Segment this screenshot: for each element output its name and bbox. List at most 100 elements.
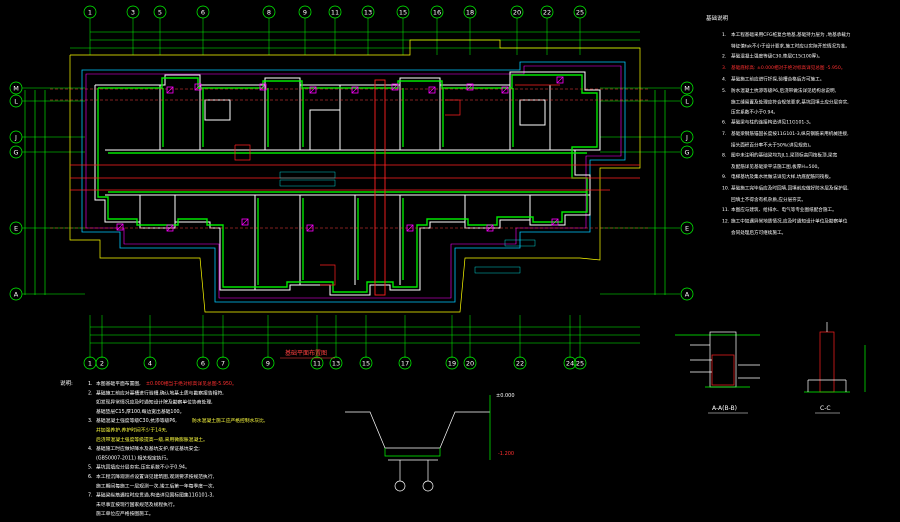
axis-top-15: 15: [396, 5, 410, 19]
axis-bottom-13-text: 13: [332, 360, 340, 368]
axis-right-M: M: [680, 81, 694, 95]
axis-right-G: G: [680, 145, 694, 159]
note-line: 基础垫层C15,厚100,每边宽出基础100。: [96, 408, 184, 415]
axis-bottom-2-text: 2: [100, 360, 104, 368]
note-number: 3.: [88, 418, 93, 424]
plan-caption: 基础平面布置图: [285, 349, 327, 357]
axis-top-25: 25: [573, 5, 587, 19]
note-line: 本图基础平面布置图,: [96, 380, 141, 387]
note-line: 基坑回填应分层夯实,压实系数不小于0.94。: [96, 464, 190, 471]
note-number: 2.: [88, 390, 93, 396]
note-line: 特征值fak不小于设计要求,施工时应以实际开挖情况为准。: [731, 43, 850, 50]
axis-bottom-24: 24: [563, 356, 577, 370]
note-line: 施工中如遇异常地质情况,应及时通知设计单位及勘察单位: [731, 218, 848, 225]
axis-bottom-20: 20: [463, 356, 477, 370]
axis-top-1: 1: [83, 5, 97, 19]
axis-bottom-7: 7: [216, 356, 230, 370]
note-line: 回填土不得含有机杂质,应分层夯实。: [731, 196, 806, 203]
axis-top-18-text: 18: [466, 9, 474, 17]
axis-bottom-17: 17: [398, 356, 412, 370]
note-number: 7.: [722, 131, 726, 137]
axis-left-A: A: [9, 287, 23, 301]
axis-left-E: E: [9, 221, 23, 235]
note-number: 8.: [722, 153, 726, 159]
axis-left-A-text: A: [14, 291, 19, 299]
note-line: 基础混凝土强度等级C30,垫层C15(100厚)。: [731, 53, 823, 60]
axis-bottom-7-text: 7: [221, 360, 225, 368]
note-number: 1.: [722, 32, 726, 38]
axis-top-8: 8: [262, 5, 276, 19]
wall-footing-lines: [97, 74, 598, 293]
axis-left-J: J: [9, 130, 23, 144]
axis-bottom-6-text: 6: [201, 360, 205, 368]
note-line: 及配筋详见基础梁平法施工图,板厚H=500。: [731, 163, 822, 170]
axis-top-9-text: 9: [303, 9, 307, 17]
axis-left-M-text: M: [13, 85, 19, 93]
axis-right-E: E: [680, 221, 694, 235]
note-number: 11.: [722, 207, 729, 213]
note-line: (GB50007-2011) 相关规定执行。: [96, 454, 171, 461]
note-number: 5.: [722, 88, 726, 94]
axis-top-22-text: 22: [543, 9, 551, 17]
foundation-beams: [70, 79, 640, 296]
axis-bottom-11-text: 11: [313, 360, 321, 368]
notes-title: 基础说明: [706, 14, 729, 22]
axis-bottom-24-text: 24: [566, 360, 574, 368]
axis-right-J: J: [680, 130, 694, 144]
column-markers: [116, 76, 564, 232]
note-number: 1.: [88, 381, 93, 387]
axis-bottom-4: 4: [143, 356, 157, 370]
section-detail-a: [675, 331, 760, 388]
note-number: 3.: [722, 65, 726, 71]
axis-left-G: G: [9, 145, 23, 159]
axis-top-13: 13: [361, 5, 375, 19]
axis-bottom-22-text: 22: [516, 360, 524, 368]
axis-top-20-text: 20: [513, 9, 521, 17]
note-line-highlight: ±0.000相当于绝对标高详见总图-5.950。: [146, 380, 237, 387]
note-number: 6.: [722, 120, 726, 126]
axis-bottom-2: 2: [95, 356, 109, 370]
axis-left-G-text: G: [13, 149, 18, 157]
axis-right-G-text: G: [684, 149, 689, 157]
magenta-outline: [85, 65, 622, 299]
axis-bottom-1: 1: [83, 356, 97, 370]
axis-top-3-text: 3: [131, 9, 135, 17]
column-marker: [116, 223, 124, 231]
note-line: 本工程基础采用CFG桩复合地基,基础持力层为 ,地基承载力: [731, 31, 851, 38]
note-line: 未尽事宜按现行国家规范及规程执行。: [96, 501, 178, 508]
axis-top-18: 18: [463, 5, 477, 19]
note-line: 电梯基坑及集水坑做法详见大样,坑底配筋同筏板。: [731, 173, 834, 180]
note-number: 5.: [88, 465, 93, 471]
axis-right-L: L: [680, 94, 694, 108]
note-line: 基础梁钢筋锚固长度按11G101-3,纵向钢筋采用机械连接,: [731, 130, 849, 137]
axis-bottom-9-text: 9: [266, 360, 270, 368]
axis-top-8-text: 8: [267, 9, 271, 17]
axis-left-M: M: [9, 81, 23, 95]
note-number: 7.: [88, 493, 93, 499]
footprint-outline: [69, 39, 641, 313]
axis-top-13-text: 13: [364, 9, 372, 17]
axis-top-16-text: 16: [433, 9, 441, 17]
note-number: 10.: [722, 186, 729, 192]
note-line: 如发现异常情况应及时通知设计院及勘察单位协商处理,: [96, 399, 213, 406]
axis-bottom-20-text: 20: [466, 360, 474, 368]
axis-bottom-15: 15: [359, 356, 373, 370]
axis-top-6: 6: [196, 5, 210, 19]
note-number: 2.: [722, 54, 726, 60]
axis-bottom-15-text: 15: [362, 360, 370, 368]
trench-top-mark: ±0.000: [496, 393, 515, 399]
section-a-label: A-A(B-B): [712, 405, 737, 412]
note-line: 图中未注明的基础梁均为JL1,梁顶标高同筏板顶,梁宽: [731, 152, 838, 159]
note-line: 并加强养护,养护时间不少于14天,: [96, 427, 168, 434]
column-marker: [259, 83, 267, 91]
note-line-highlight: 防水混凝土施工应严格控制水灰比,: [192, 417, 266, 424]
axis-bottom-1-text: 1: [88, 360, 92, 368]
column-marker: [194, 83, 202, 91]
column-marker: [241, 218, 249, 226]
axis-bottom-6: 6: [196, 356, 210, 370]
axis-top-20: 20: [510, 5, 524, 19]
column-marker: [556, 76, 564, 84]
axis-bottom-22: 22: [513, 356, 527, 370]
